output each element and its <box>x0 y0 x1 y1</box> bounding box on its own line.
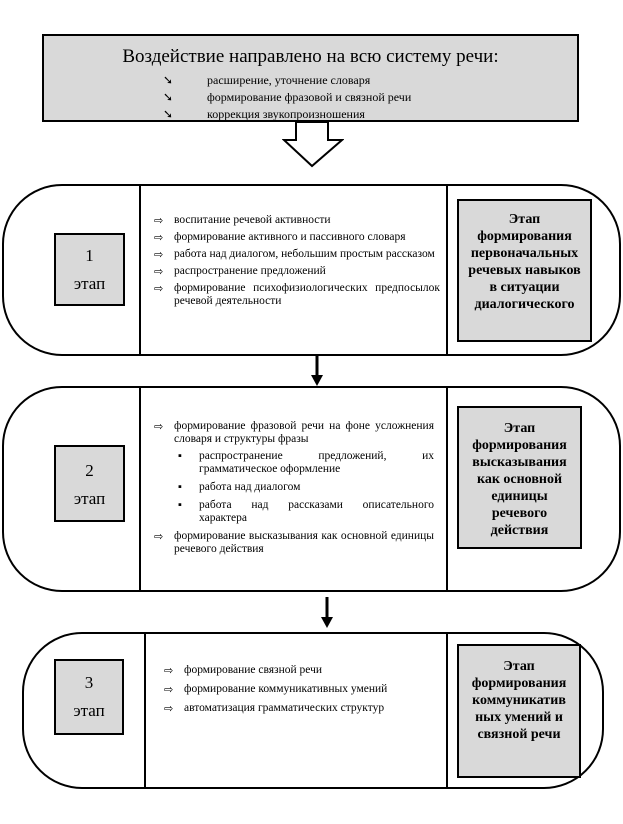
arrow-right-icon: ⇨ <box>154 265 164 278</box>
list-item: ⇨автоматизация грамматических структур <box>164 702 385 715</box>
header-box: Воздействие направлено на всю систему ре… <box>42 34 579 122</box>
list-item: ⇨формирование коммуникативных умений <box>164 683 388 696</box>
bullet-icon: ▪ <box>178 450 182 462</box>
header-item: ➘ коррекция звукопроизношения <box>163 107 365 121</box>
arrow-right-icon: ⇨ <box>154 282 164 295</box>
stage-number: 2 <box>85 461 94 480</box>
stage-1-number-box: 1 этап <box>54 233 125 306</box>
sub-list-item: ▪распространение предложений, их граммат… <box>178 450 434 475</box>
stage-2-label-box: Этап формирования высказывания как основ… <box>457 406 582 549</box>
stage-3-label-box: Этап формирования коммуникатив ных умени… <box>457 644 581 778</box>
arrow-down-icon <box>321 597 333 628</box>
list-item: ⇨воспитание речевой активности <box>154 214 331 227</box>
arrow-right-icon: ⇨ <box>154 248 164 261</box>
arrow-down-right-icon: ➘ <box>163 73 174 87</box>
stage-1-label-box: Этап формирования первоначальных речевых… <box>457 199 592 342</box>
list-item: ⇨работа над диалогом, небольшим простым … <box>154 248 435 261</box>
stage-word: этап <box>73 701 105 720</box>
arrow-right-icon: ⇨ <box>154 231 164 244</box>
arrow-right-icon: ⇨ <box>164 664 174 677</box>
arrow-down-icon <box>311 355 323 386</box>
stage-3-divider-left <box>144 634 146 787</box>
arrow-right-icon: ⇨ <box>164 683 174 696</box>
list-item: ⇨формирование активного и пассивного сло… <box>154 231 406 244</box>
stage-2-number-box: 2 этап <box>54 445 125 522</box>
stage-number: 1 <box>85 246 94 265</box>
stage-3-number-box: 3 этап <box>54 659 124 735</box>
arrow-down-right-icon: ➘ <box>163 90 174 104</box>
big-down-arrow-icon <box>282 121 344 168</box>
bullet-icon: ▪ <box>178 481 182 493</box>
stage-1-divider-left <box>139 186 141 354</box>
header-item: ➘ формирование фразовой и связной речи <box>163 90 412 104</box>
stage-number: 3 <box>84 673 94 692</box>
list-item: ⇨формирование фразовой речи на фоне усло… <box>154 420 434 445</box>
arrow-right-icon: ⇨ <box>154 420 164 433</box>
sub-list-item: ▪работа над диалогом <box>178 481 301 493</box>
header-item: ➘ расширение, уточнение словаря <box>163 73 371 87</box>
arrow-right-icon: ⇨ <box>154 214 164 227</box>
bullet-icon: ▪ <box>178 499 182 511</box>
arrow-right-icon: ⇨ <box>164 702 174 715</box>
stage-3-list: ⇨формирование связной речи ⇨формирование… <box>164 664 434 715</box>
stage-2-list: ⇨формирование фразовой речи на фоне усло… <box>154 420 434 556</box>
stage-label: Этап формирования коммуникатив ных умени… <box>471 659 567 742</box>
stage-label: Этап формирования первоначальных речевых… <box>468 212 581 312</box>
list-item: ⇨формирование психофизиологических предп… <box>154 282 440 307</box>
list-item: ⇨распространение предложений <box>154 265 326 278</box>
stage-3-divider-right <box>446 634 448 787</box>
header-title: Воздействие направлено на всю систему ре… <box>122 46 499 67</box>
arrow-down-right-icon: ➘ <box>163 107 174 121</box>
stage-2-divider-left <box>139 388 141 590</box>
list-item: ⇨формирование высказывания как основной … <box>154 530 434 555</box>
stage-word: этап <box>73 274 106 293</box>
stage-1-divider-right <box>446 186 448 354</box>
arrow-right-icon: ⇨ <box>154 530 164 543</box>
list-item: ⇨формирование связной речи <box>164 664 323 677</box>
stage-word: этап <box>73 489 106 508</box>
stage-2-divider-right <box>446 388 448 590</box>
stage-label: Этап формирования высказывания как основ… <box>472 421 567 538</box>
stage-1-list: ⇨воспитание речевой активности ⇨формиров… <box>154 214 440 308</box>
sub-list-item: ▪работа над рассказами описательного хар… <box>178 499 434 524</box>
